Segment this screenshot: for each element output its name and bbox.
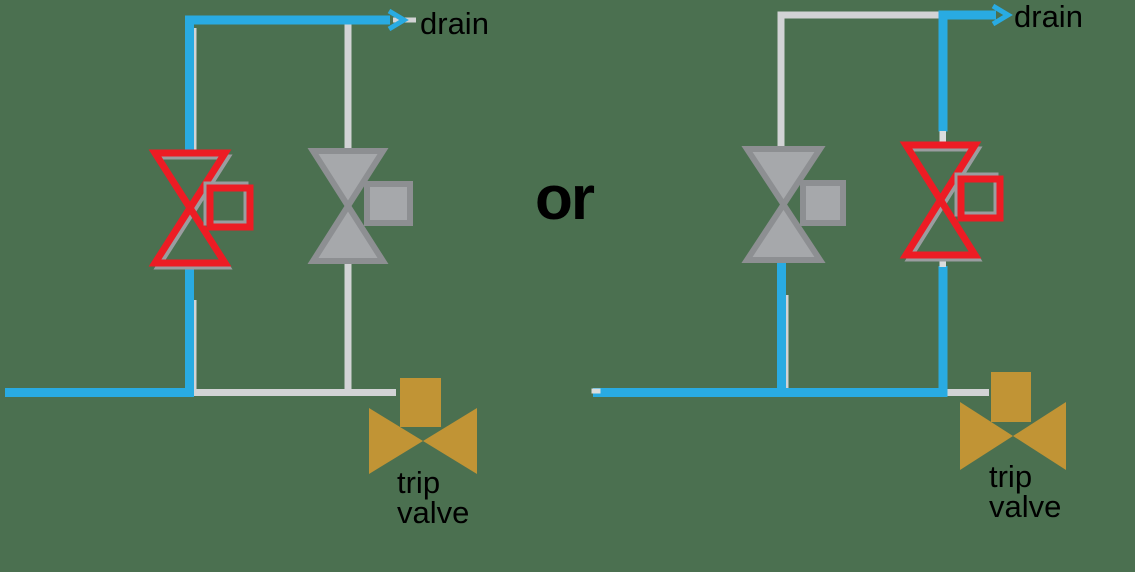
closed-valve-actuator-square	[364, 181, 413, 226]
trip-valve-icon	[423, 408, 477, 474]
closed-branch-pipe-lower	[344, 261, 352, 392]
trip-valve-icon	[1013, 402, 1066, 470]
header-pipe-inactive	[947, 389, 989, 396]
open-valve-actuator-square	[206, 184, 254, 231]
actuator-shadow	[954, 172, 999, 217]
trip-valve-label-line2: valve	[397, 495, 470, 530]
open-valve-actuator-square	[957, 175, 1004, 222]
trip-valve-actuator	[400, 378, 441, 427]
trip-valve-label-line1: trip	[397, 465, 441, 500]
drain-pipe	[185, 15, 390, 25]
supply-header-pipe	[5, 388, 194, 397]
header-pipe-inactive	[194, 389, 396, 396]
open-branch-pipe-upper	[185, 15, 194, 154]
open-branch-pipe-lower	[185, 263, 194, 397]
trip-valve-icon	[369, 408, 423, 474]
pipe-stub	[939, 131, 946, 146]
closed-branch-pipe-upper	[344, 17, 352, 151]
or-label: or	[535, 164, 595, 233]
drain-arrow-icon	[991, 3, 1013, 27]
open-branch-pipe-lower	[938, 266, 948, 397]
top-pipe-inactive	[777, 11, 941, 19]
open-block-valve-icon	[148, 149, 232, 267]
trip-valve-label-line2: valve	[989, 489, 1062, 524]
supply-header-pipe	[593, 388, 948, 397]
trip-valve-actuator	[991, 372, 1031, 422]
open-block-valve-icon	[899, 141, 982, 259]
closed-block-valve-icon	[307, 148, 389, 264]
trip-valve-label-line1: trip	[989, 459, 1033, 494]
closed-branch-pipe-lower-pressurized	[777, 262, 786, 397]
closed-branch-pipe-upper	[777, 14, 785, 149]
trip-valve-icon	[960, 402, 1013, 470]
closed-valve-actuator-square	[800, 180, 846, 226]
drain-label-left: drain	[420, 6, 489, 41]
left-diagram	[5, 8, 477, 474]
drain-pipe	[943, 10, 996, 20]
closed-block-valve-icon	[741, 146, 826, 263]
header-end-cap	[591, 388, 601, 394]
open-branch-pipe-upper	[938, 10, 948, 132]
right-diagram	[591, 3, 1066, 470]
drain-label-right: drain	[1014, 0, 1083, 34]
drain-arrow-icon	[387, 8, 409, 32]
actuator-shadow	[203, 181, 249, 226]
